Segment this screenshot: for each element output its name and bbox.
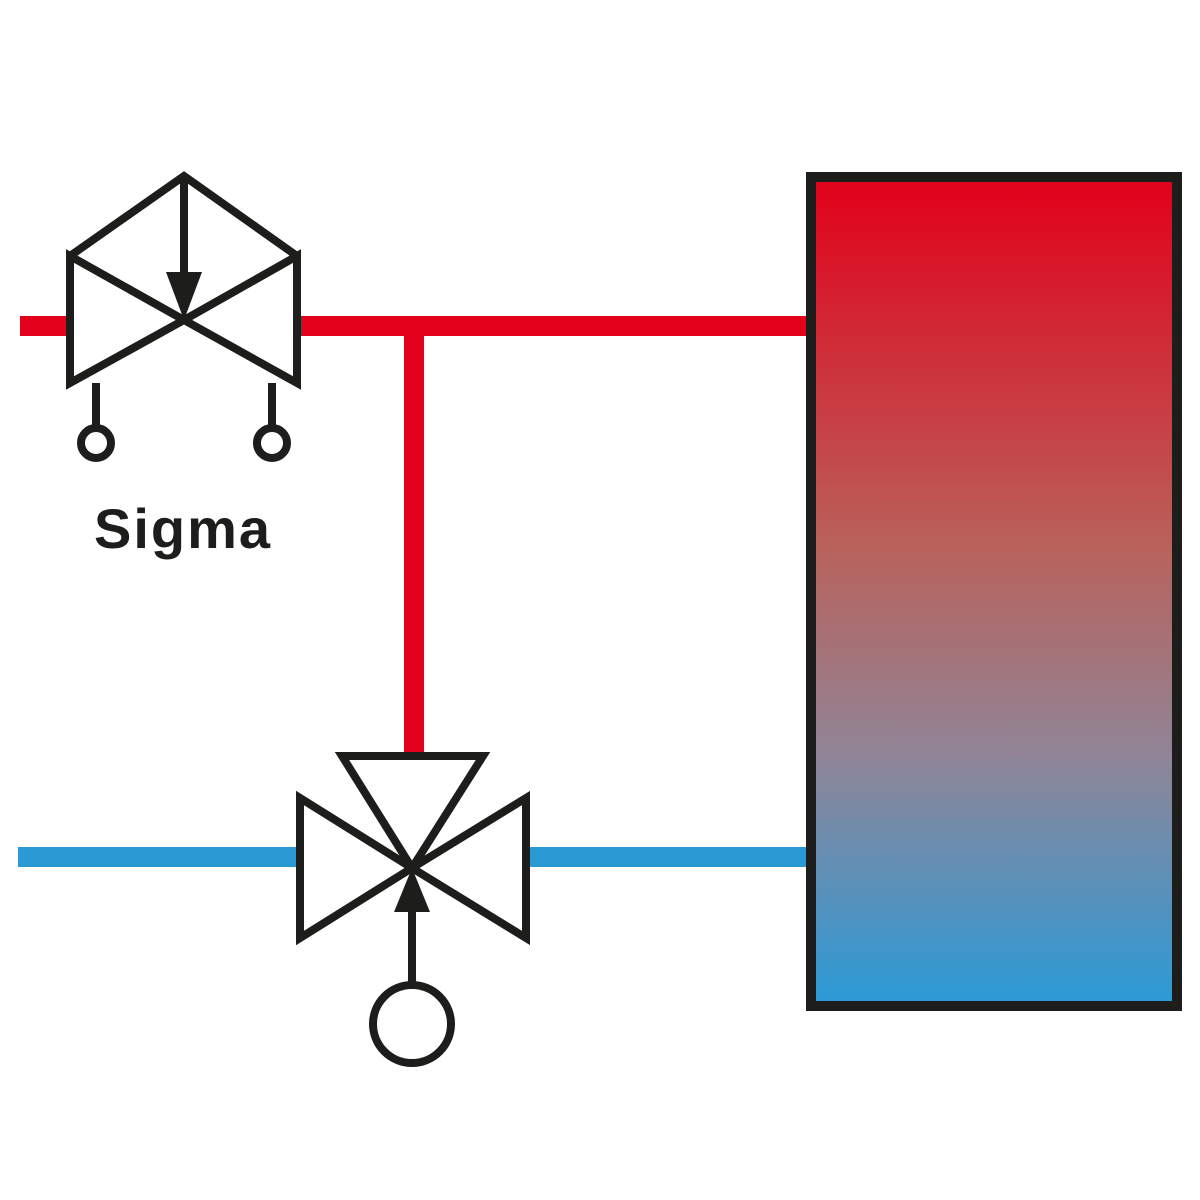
storage-tank-icon xyxy=(806,172,1182,1011)
hot-pipes xyxy=(20,316,812,756)
sigma-arrow-down-icon xyxy=(166,272,202,320)
sigma-valve-left xyxy=(66,249,193,390)
tank-fill xyxy=(806,172,1182,1011)
three-way-arrow-up-icon xyxy=(394,868,430,912)
sigma-valve-right xyxy=(175,249,301,390)
mixing-valve-icon xyxy=(66,171,301,462)
sigma-sensor-left-icon xyxy=(77,424,115,462)
sigma-sensor-right-icon xyxy=(253,424,291,462)
three-way-valve-right xyxy=(404,790,530,946)
three-way-valve-top xyxy=(334,752,491,876)
three-way-actuator-icon xyxy=(369,981,455,1067)
three-way-valve-left xyxy=(296,790,420,946)
three-way-valve-icon xyxy=(296,752,530,1067)
sigma-label: Sigma xyxy=(94,497,272,560)
